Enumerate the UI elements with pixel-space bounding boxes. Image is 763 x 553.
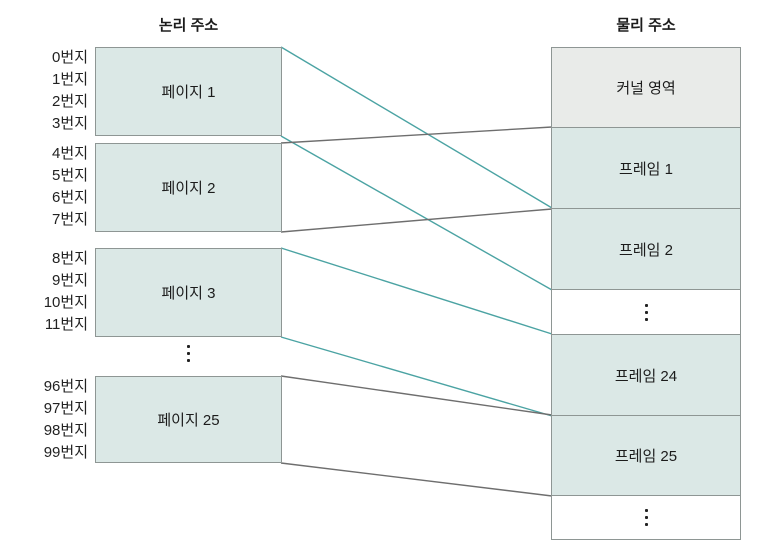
address-label: 97번지 [43,400,88,417]
address-list-page-3: 8번지 9번지 10번지 11번지 [14,248,88,336]
frame-box-25: 프레임 25 [551,415,741,496]
vertical-ellipsis-icon [644,302,648,323]
address-label: 10번지 [43,294,88,311]
address-label: 99번지 [43,444,88,461]
address-label: 0번지 [52,49,88,66]
address-label: 7번지 [52,211,88,228]
frame-label: 프레임 2 [619,241,673,259]
address-label: 9번지 [52,272,88,289]
physical-address-title: 물리 주소 [616,17,676,34]
page-box-2: 페이지 2 [95,143,282,232]
kernel-area-box: 커널 영역 [551,47,741,128]
address-label: 98번지 [43,422,88,439]
vertical-ellipsis-icon [187,343,190,364]
page-box-1: 페이지 1 [95,47,282,136]
page-label: 페이지 2 [161,180,216,197]
kernel-label: 커널 영역 [616,80,676,97]
logical-ellipsis [95,343,282,363]
address-list-page-1: 0번지 1번지 2번지 3번지 [14,47,88,135]
address-label: 6번지 [52,189,88,206]
address-label: 4번지 [52,145,88,162]
address-label: 3번지 [52,115,88,132]
frame-box-1: 프레임 1 [551,127,741,209]
address-list-page-2: 4번지 5번지 6번지 7번지 [14,143,88,231]
frame-box-2: 프레임 2 [551,208,741,290]
address-label: 1번지 [52,71,88,88]
frame-label: 프레임 1 [619,160,673,178]
page-box-25: 페이지 25 [95,376,282,463]
address-label: 96번지 [43,378,88,395]
page-label: 페이지 1 [161,84,216,101]
physical-ellipsis-box-2 [551,495,741,540]
frame-label: 프레임 25 [614,448,678,465]
frame-box-24: 프레임 24 [551,334,741,416]
physical-ellipsis-box-1 [551,289,741,335]
address-label: 8번지 [52,250,88,267]
address-label: 2번지 [52,93,88,110]
address-label: 11번지 [44,316,88,333]
page-box-3: 페이지 3 [95,248,282,337]
frame-label: 프레임 24 [614,367,678,385]
address-list-page-25: 96번지 97번지 98번지 99번지 [14,376,88,464]
vertical-ellipsis-icon [644,507,648,528]
logical-address-title: 논리 주소 [158,17,219,34]
page-label: 페이지 3 [161,285,216,302]
address-label: 5번지 [52,167,88,184]
page-label: 페이지 25 [157,412,220,429]
